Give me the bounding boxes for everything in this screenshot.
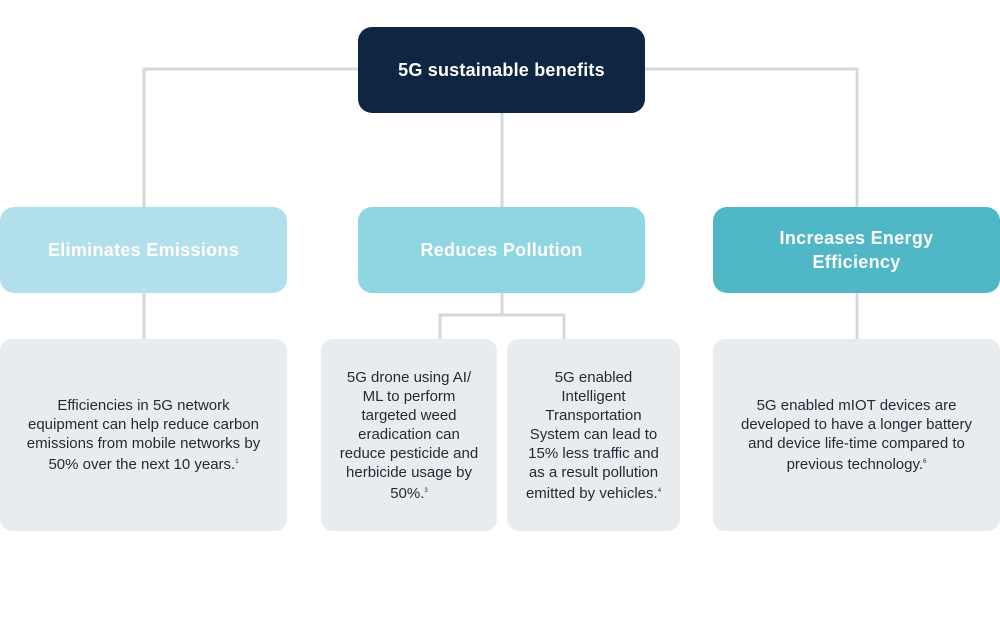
category-increases-energy-efficiency: Increases Energy Efficiency xyxy=(713,207,1000,293)
description-text: 5G enabled mIOT devices are developed to… xyxy=(741,397,972,473)
category-reduces-pollution: Reduces Pollution xyxy=(358,207,645,293)
description-text: 5G drone using AI/ ML to perform targete… xyxy=(339,368,479,502)
category-eliminates-emissions: Eliminates Emissions xyxy=(0,207,287,293)
footnote-ref: 6 xyxy=(923,459,927,465)
category-label: Eliminates Emissions xyxy=(47,240,240,260)
footnote-ref: 1 xyxy=(235,459,239,465)
footnote-ref: 3 xyxy=(424,487,428,494)
description-text: 5G enabled Intelligent Transportation Sy… xyxy=(525,368,662,502)
category-label: Reduces Pollution xyxy=(420,240,583,260)
connector-root-to-emissions xyxy=(142,67,358,207)
description-energy: 5G enabled mIOT devices are developed to… xyxy=(713,339,1000,531)
connector-root-to-energy xyxy=(645,67,859,207)
connector-pollution-split xyxy=(438,313,566,339)
description-pollution-drone: 5G drone using AI/ ML to perform targete… xyxy=(321,339,497,531)
root-node: 5G sustainable benefits xyxy=(358,27,645,113)
description-pollution-transport: 5G enabled Intelligent Transportation Sy… xyxy=(507,339,680,531)
footnote-ref: 4 xyxy=(657,487,662,494)
description-text: Efficiencies in 5G network equipment can… xyxy=(26,397,261,473)
root-label: 5G sustainable benefits xyxy=(398,59,605,80)
category-label: Increases Energy Efficiency xyxy=(779,228,934,272)
description-emissions: Efficiencies in 5G network equipment can… xyxy=(0,339,287,531)
